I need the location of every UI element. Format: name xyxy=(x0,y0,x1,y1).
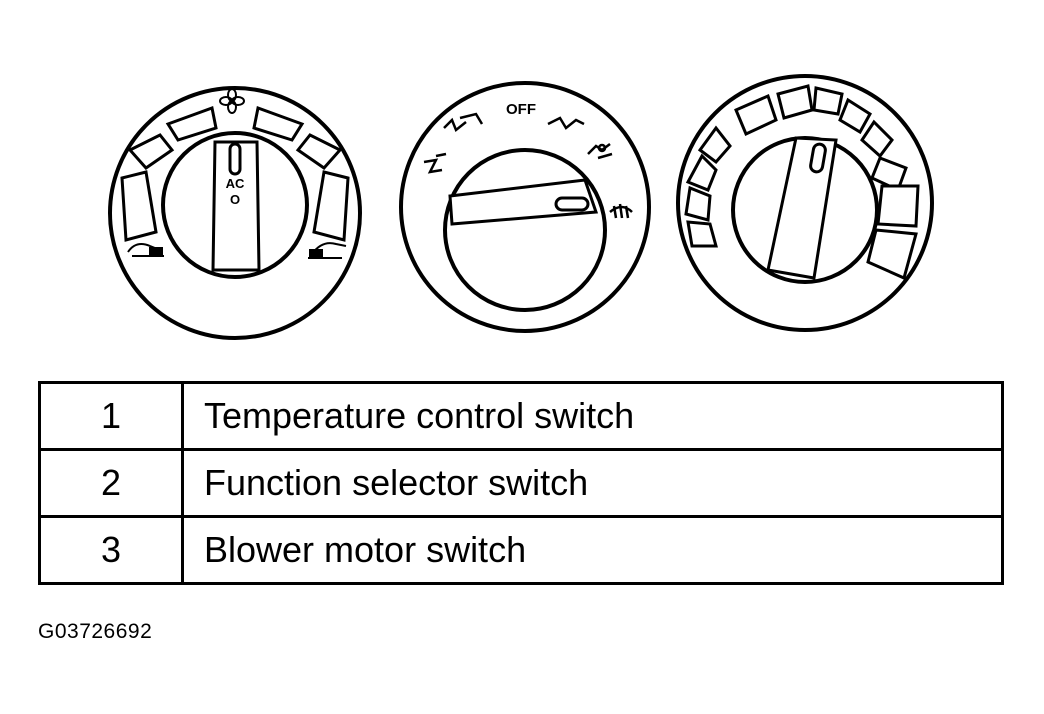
temperature-control-dial: AC O xyxy=(108,86,362,340)
function-selector-dial: OFF xyxy=(399,81,651,333)
fan-icon xyxy=(219,88,245,114)
legend-number: 1 xyxy=(38,381,184,451)
legend-number: 3 xyxy=(38,515,184,585)
legend-number: 2 xyxy=(38,448,184,518)
defrost-icon xyxy=(609,203,633,219)
floor-defrost-icon xyxy=(587,143,613,160)
legend-table: 1 Temperature control switch 2 Function … xyxy=(38,381,1004,585)
legend-description: Blower motor switch xyxy=(181,515,1004,585)
hvac-control-dials-diagram: AC O OFF xyxy=(108,74,934,340)
cold-air-icon xyxy=(127,243,164,257)
temperature-scale-segments xyxy=(120,105,350,242)
legend-row: 1 Temperature control switch xyxy=(38,381,1004,451)
ac-label: AC xyxy=(226,176,245,191)
function-knob[interactable] xyxy=(443,148,607,312)
legend-row: 2 Function selector switch xyxy=(38,448,1004,518)
off-label: OFF xyxy=(506,101,536,118)
legend-description: Temperature control switch xyxy=(181,381,1004,451)
legend-row: 3 Blower motor switch xyxy=(38,515,1004,585)
figure-id: G03726692 xyxy=(38,620,153,643)
floor-vent-icon xyxy=(423,152,447,174)
legend-description: Function selector switch xyxy=(181,448,1004,518)
blower-speed-segments xyxy=(684,84,920,281)
panel-vent-icon xyxy=(547,116,585,130)
blower-motor-dial xyxy=(676,74,934,332)
ac-indicator: O xyxy=(230,192,240,207)
bilevel-vent-icon xyxy=(443,112,484,133)
hot-air-icon xyxy=(308,242,347,259)
